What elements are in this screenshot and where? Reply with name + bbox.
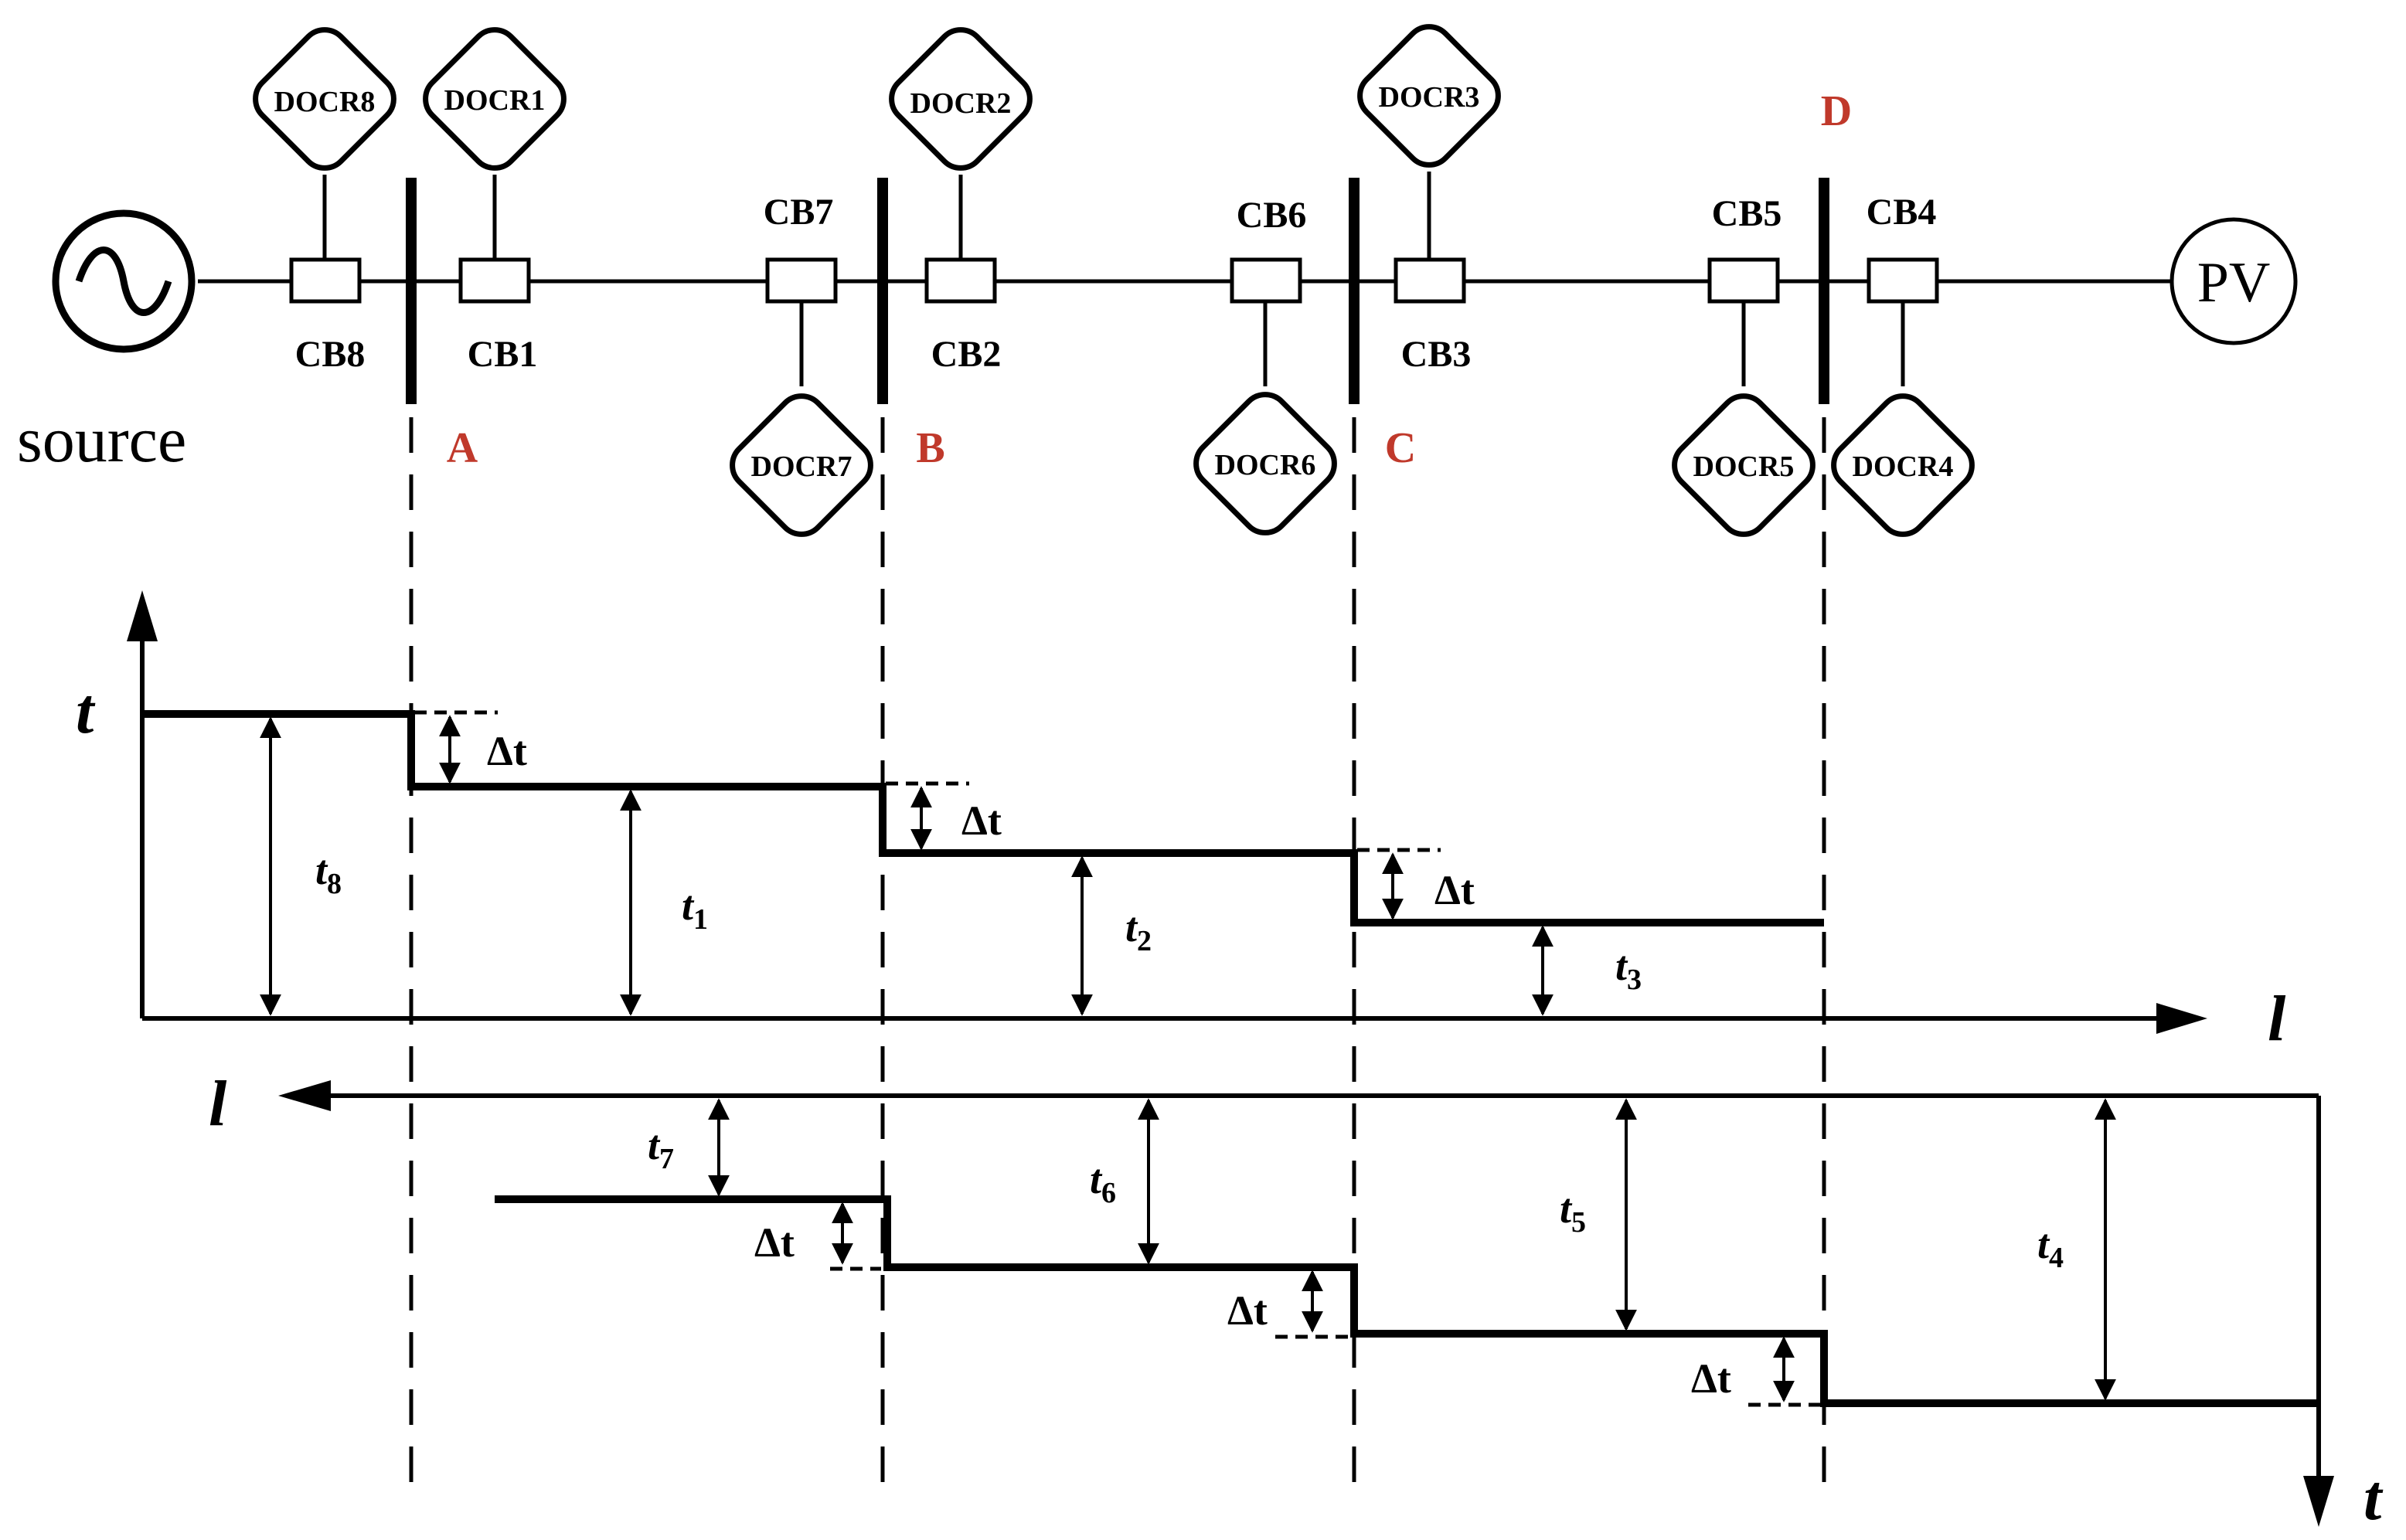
reverse-t4-label: t4 bbox=[2037, 1221, 2064, 1274]
reverse-coordination-graph: l t Δt Δt Δt t7 t6 t5 t4 bbox=[209, 1068, 2384, 1534]
bus-a-label: A bbox=[447, 424, 478, 472]
docr3-label: DOCR3 bbox=[1379, 81, 1480, 114]
forward-x-axis-arrowhead bbox=[2156, 1003, 2207, 1034]
forward-t1-label: t1 bbox=[682, 882, 708, 936]
single-line-diagram: source PV A B C D CB8 CB1 CB7 CB2 CB6 CB… bbox=[17, 24, 2298, 537]
bus-c-label: C bbox=[1385, 424, 1416, 472]
docr3-relay: DOCR3 bbox=[1357, 24, 1501, 168]
forward-delta-label-a: Δt bbox=[487, 728, 527, 774]
forward-t3-label: t3 bbox=[1615, 943, 1642, 996]
docr7-label: DOCR7 bbox=[751, 450, 852, 483]
cb1-label: CB1 bbox=[468, 334, 538, 375]
reverse-delta-label-b: Δt bbox=[754, 1219, 795, 1266]
cb7-label: CB7 bbox=[764, 192, 834, 233]
pv-label: PV bbox=[2197, 251, 2271, 314]
cb5-breaker bbox=[1707, 257, 1780, 304]
forward-delta-label-c: Δt bbox=[1434, 867, 1475, 913]
forward-y-axis-label: t bbox=[76, 675, 96, 747]
cb3-label: CB3 bbox=[1401, 334, 1472, 375]
bus-b-label: B bbox=[916, 424, 944, 472]
cb7-breaker bbox=[765, 257, 838, 304]
docr6-relay: DOCR6 bbox=[1193, 392, 1337, 535]
docr4-relay: DOCR4 bbox=[1831, 393, 1975, 537]
docr4-label: DOCR4 bbox=[1853, 450, 1954, 483]
forward-t8-label: t8 bbox=[315, 847, 342, 900]
reverse-delta-label-d: Δt bbox=[1691, 1355, 1731, 1402]
forward-y-axis-arrowhead bbox=[127, 590, 158, 641]
bus-projection-lines bbox=[409, 417, 1826, 1484]
cb4-breaker bbox=[1867, 257, 1939, 304]
docr1-relay: DOCR1 bbox=[423, 27, 567, 171]
bus-d-label: D bbox=[1821, 87, 1852, 135]
source-label: source bbox=[17, 404, 186, 476]
cb1-breaker bbox=[458, 257, 531, 304]
docr1-label: DOCR1 bbox=[444, 84, 546, 117]
docr8-relay: DOCR8 bbox=[253, 27, 396, 171]
reverse-t5-label: t5 bbox=[1560, 1185, 1586, 1239]
reverse-t7-label: t7 bbox=[648, 1122, 674, 1175]
reverse-y-axis-arrowhead bbox=[2303, 1476, 2334, 1527]
reverse-x-axis-arrowhead bbox=[278, 1080, 331, 1111]
forward-t2-label: t2 bbox=[1125, 904, 1152, 957]
cb8-breaker bbox=[289, 257, 362, 304]
docr5-label: DOCR5 bbox=[1693, 450, 1795, 483]
cb5-label: CB5 bbox=[1712, 193, 1782, 234]
cb2-label: CB2 bbox=[931, 334, 1002, 375]
forward-operating-time-curve bbox=[142, 710, 1824, 926]
cb2-breaker bbox=[924, 257, 997, 304]
docr7-relay: DOCR7 bbox=[730, 393, 873, 537]
reverse-y-axis-label: t bbox=[2363, 1462, 2384, 1534]
docr2-label: DOCR2 bbox=[910, 87, 1012, 120]
forward-coordination-graph: t l Δt Δt Δt t8 t1 t2 t3 bbox=[76, 590, 2286, 1055]
cb8-label: CB8 bbox=[295, 334, 366, 375]
source-symbol bbox=[52, 209, 196, 353]
forward-delta-label-b: Δt bbox=[961, 797, 1002, 844]
pv-symbol bbox=[2169, 217, 2298, 345]
cb4-label: CB4 bbox=[1867, 192, 1937, 233]
cb3-breaker bbox=[1394, 257, 1466, 304]
docr8-label: DOCR8 bbox=[274, 86, 376, 118]
docr6-label: DOCR6 bbox=[1215, 449, 1316, 481]
reverse-delta-label-c: Δt bbox=[1227, 1287, 1268, 1334]
reverse-x-axis-label: l bbox=[209, 1068, 227, 1140]
reverse-operating-time-curve bbox=[495, 1195, 2319, 1407]
docr5-relay: DOCR5 bbox=[1672, 393, 1816, 537]
cb6-breaker bbox=[1230, 257, 1302, 304]
forward-x-axis-label: l bbox=[2268, 983, 2286, 1055]
docr2-relay: DOCR2 bbox=[889, 27, 1033, 171]
reverse-t6-label: t6 bbox=[1090, 1156, 1116, 1209]
cb6-label: CB6 bbox=[1237, 195, 1307, 236]
